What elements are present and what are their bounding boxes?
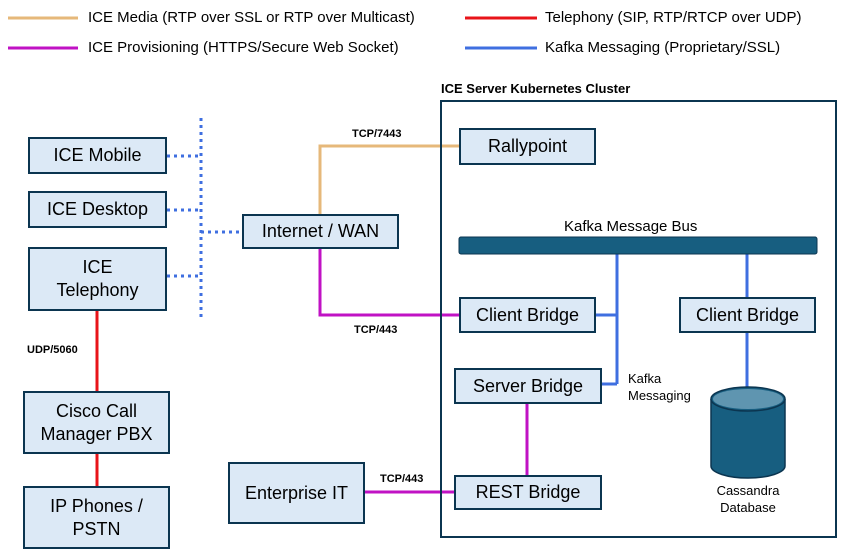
legend-label-kafka: Kafka Messaging (Proprietary/SSL) <box>545 39 781 56</box>
port-label-udp-5060: UDP/5060 <box>27 344 78 356</box>
legend-label-telephony: Telephony (SIP, RTP/RTCP over UDP) <box>545 9 802 26</box>
node-server-bridge[interactable]: Server Bridge <box>454 368 602 404</box>
port-label-tcp-443-client: TCP/443 <box>354 324 398 336</box>
legend-label-media: ICE Media (RTP over SSL or RTP over Mult… <box>88 9 415 26</box>
cassandra-database-icon <box>710 386 786 479</box>
kafka-message-bus <box>458 236 818 255</box>
node-cisco-pbx[interactable]: Cisco Call Manager PBX <box>23 391 170 454</box>
port-label-tcp-7443: TCP/7443 <box>352 128 402 140</box>
node-client-bridge-1[interactable]: Client Bridge <box>459 297 596 333</box>
node-internet-wan[interactable]: Internet / WAN <box>242 214 399 249</box>
node-rest-bridge[interactable]: REST Bridge <box>454 475 602 510</box>
kafka-messaging-label: Kafka Messaging <box>628 371 691 403</box>
kubernetes-cluster <box>440 100 837 538</box>
node-client-bridge-2[interactable]: Client Bridge <box>679 297 816 333</box>
legend-label-provisioning: ICE Provisioning (HTTPS/Secure Web Socke… <box>88 39 399 56</box>
kafka-bus-label: Kafka Message Bus <box>564 218 698 235</box>
media-link-rallypoint <box>318 144 459 214</box>
node-ip-phones[interactable]: IP Phones / PSTN <box>23 486 170 549</box>
cassandra-database-label: Cassandra Database <box>716 483 780 515</box>
node-ice-mobile[interactable]: ICE Mobile <box>28 137 167 174</box>
provisioning-link-client-bridge <box>318 248 459 317</box>
node-ice-telephony[interactable]: ICE Telephony <box>28 247 167 311</box>
port-label-tcp-443-rest: TCP/443 <box>380 473 424 485</box>
node-ice-desktop[interactable]: ICE Desktop <box>28 191 167 228</box>
node-rallypoint[interactable]: Rallypoint <box>459 128 596 165</box>
cluster-title: ICE Server Kubernetes Cluster <box>441 81 631 96</box>
node-enterprise-it[interactable]: Enterprise IT <box>228 462 365 524</box>
